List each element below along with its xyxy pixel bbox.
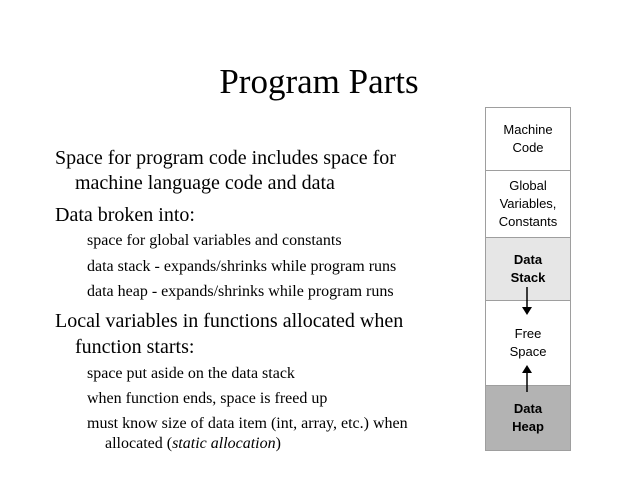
segment-data-heap-label: Data Heap	[512, 401, 544, 434]
bullet-1: Space for program code includes space fo…	[55, 147, 396, 169]
text-close-paren: )	[275, 435, 281, 452]
segment-machine-code: Machine Code	[486, 108, 570, 171]
bullet-2-sub-3: data heap - expands/shrinks while progra…	[87, 283, 394, 300]
bullet-2: Data broken into:	[55, 204, 195, 226]
bullet-3-sub-2: when function ends, space is freed up	[87, 390, 328, 407]
segment-machine-code-label: Machine Code	[503, 122, 553, 155]
segment-free-space: Free Space	[486, 301, 570, 386]
segment-data-stack: Data Stack	[486, 238, 570, 301]
bullet-2-sub-1: space for global variables and constants	[87, 232, 342, 249]
segment-free-space-label: Free Space	[509, 326, 547, 359]
bullet-3-sub-3-continuation: allocated (static allocation)	[105, 434, 281, 453]
segment-global-variables: Global Variables, Constants	[486, 171, 570, 238]
bullet-3: Local variables in functions allocated w…	[55, 310, 404, 332]
bullet-3-continuation: function starts:	[75, 336, 195, 358]
bullet-3-sub-3: must know size of data item (int, array,…	[87, 415, 408, 432]
text-allocated: allocated (	[105, 435, 173, 452]
bullet-1-continuation: machine language code and data	[75, 172, 335, 194]
text-static-allocation: static allocation	[172, 435, 276, 452]
segment-data-heap: Data Heap	[486, 386, 570, 450]
bullet-3-sub-1: space put aside on the data stack	[87, 365, 295, 382]
segment-global-variables-label: Global Variables, Constants	[498, 178, 558, 229]
bullet-2-sub-2: data stack - expands/shrinks while progr…	[87, 258, 397, 275]
segment-data-stack-label: Data Stack	[510, 252, 546, 285]
slide-title: Program Parts	[219, 62, 419, 101]
memory-layout-diagram: Machine Code Global Variables, Constants…	[485, 107, 571, 451]
